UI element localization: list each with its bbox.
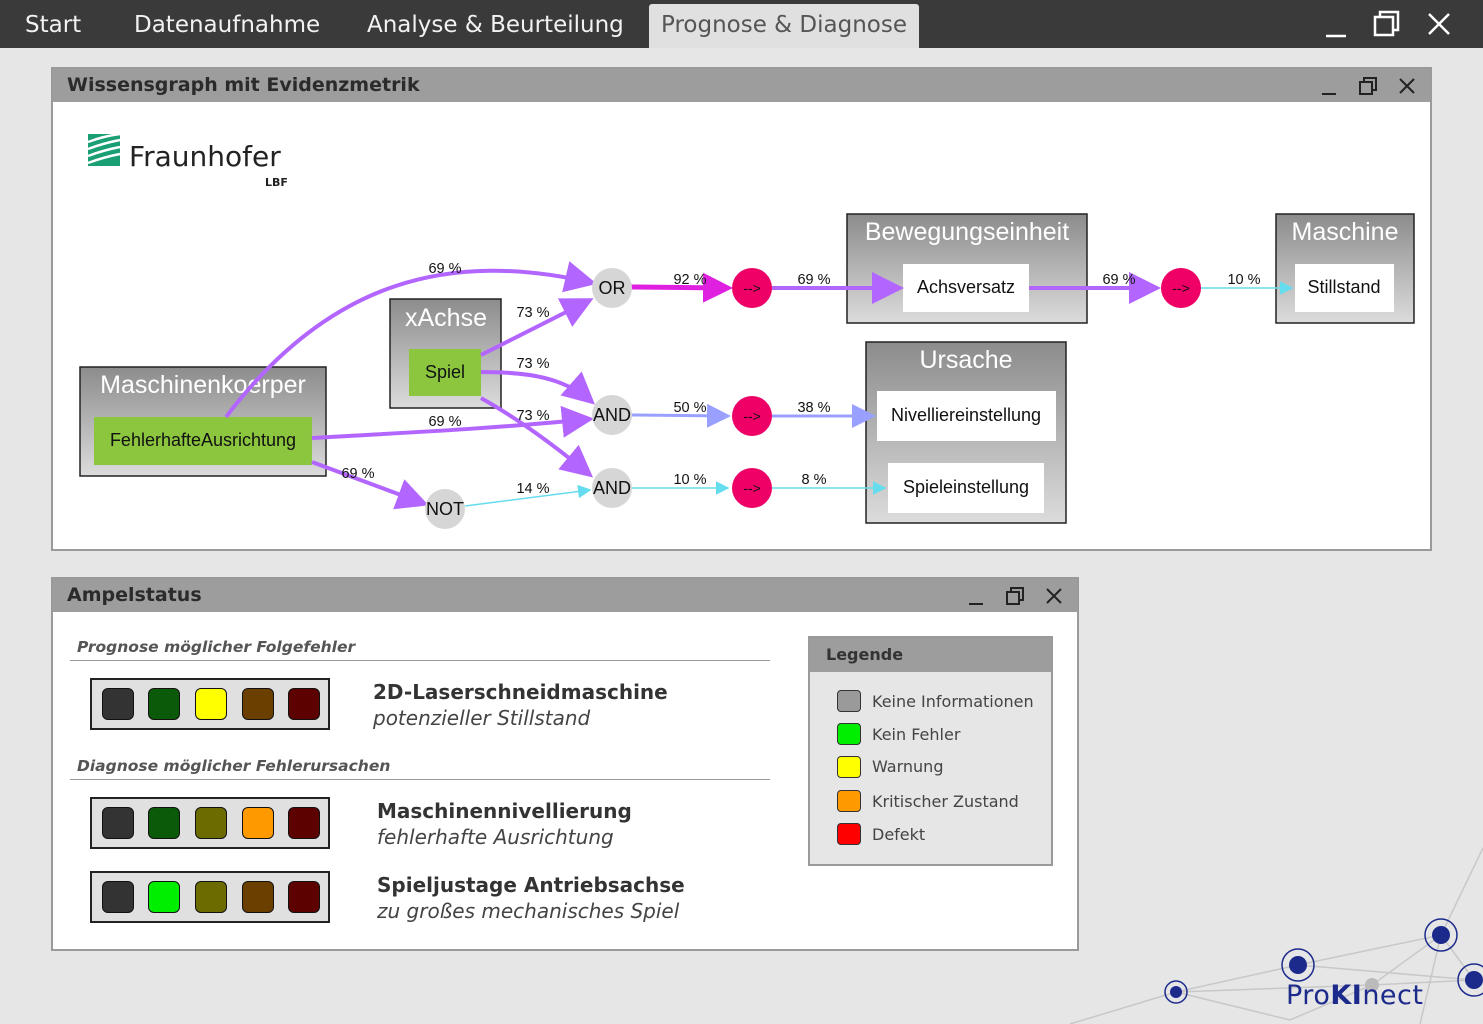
brand-pre: Pro xyxy=(1286,980,1331,1011)
panel-close-icon[interactable] xyxy=(1396,75,1418,97)
traffic-light-spieljustage xyxy=(90,871,330,923)
light-gray xyxy=(102,688,134,720)
graph-panel-title: Wissensgraph mit Evidenzmetrik xyxy=(67,74,420,96)
legend-header: Legende xyxy=(810,638,1051,672)
light-red xyxy=(288,881,320,913)
status-name: Spieljustage Antriebsachse xyxy=(377,873,685,897)
light-yellow xyxy=(195,881,227,913)
panel-restore-icon[interactable] xyxy=(1004,585,1026,607)
light-yellow xyxy=(195,688,227,720)
knowledge-graph-panel: Wissensgraph mit Evidenzmetrik xyxy=(51,67,1432,551)
legend-label: Kritischer Zustand xyxy=(872,792,1019,811)
light-red xyxy=(288,807,320,839)
tab-prognose[interactable]: Prognose & Diagnose xyxy=(649,4,920,48)
light-green xyxy=(148,807,180,839)
status-name: Maschinennivellierung xyxy=(377,799,632,823)
light-green xyxy=(148,881,180,913)
legend-label: Kein Fehler xyxy=(872,725,961,744)
legend-swatch-yellow xyxy=(837,756,861,778)
tab-start[interactable]: Start xyxy=(25,12,82,38)
section-divider xyxy=(70,779,770,780)
panel-minimize-icon[interactable] xyxy=(1318,75,1340,97)
legend-label: Warnung xyxy=(872,757,944,776)
panel-close-icon[interactable] xyxy=(1043,585,1065,607)
traffic-light-laserschneidmaschine xyxy=(90,678,330,730)
prognose-section-title: Prognose möglicher Folgefehler xyxy=(77,638,356,656)
diagnose-section-title: Diagnose möglicher Fehlerursachen xyxy=(77,757,391,775)
panel-minimize-icon[interactable] xyxy=(965,585,987,607)
traffic-light-maschinennivellierung xyxy=(90,797,330,849)
top-bar: Start Datenaufnahme Analyse & Beurteilun… xyxy=(0,0,1483,48)
light-orange xyxy=(242,807,274,839)
graph-panel-header: Wissensgraph mit Evidenzmetrik xyxy=(53,69,1430,102)
legend-swatch-green xyxy=(837,723,861,745)
section-divider xyxy=(70,660,770,661)
light-orange xyxy=(242,881,274,913)
light-green xyxy=(148,688,180,720)
light-orange xyxy=(242,688,274,720)
status-panel-title: Ampelstatus xyxy=(67,584,202,606)
brand-mid: KI xyxy=(1330,980,1363,1011)
minimize-icon[interactable] xyxy=(1320,8,1354,42)
light-red xyxy=(288,688,320,720)
status-panel-header: Ampelstatus xyxy=(53,579,1077,612)
light-yellow xyxy=(195,807,227,839)
prokinect-logo: ProKInect xyxy=(1286,980,1423,1011)
legend-label: Keine Informationen xyxy=(872,692,1034,711)
legend-swatch-red xyxy=(837,823,861,845)
status-desc: potenzieller Stillstand xyxy=(373,706,591,730)
light-gray xyxy=(102,881,134,913)
legend-label: Defekt xyxy=(872,825,926,844)
legend-swatch-gray xyxy=(837,690,861,712)
tab-analyse[interactable]: Analyse & Beurteilung xyxy=(367,12,624,38)
restore-icon[interactable] xyxy=(1370,8,1404,42)
brand-post: nect xyxy=(1362,980,1424,1011)
light-gray xyxy=(102,807,134,839)
status-desc: fehlerhafte Ausrichtung xyxy=(377,825,614,849)
panel-restore-icon[interactable] xyxy=(1357,75,1379,97)
close-icon[interactable] xyxy=(1422,8,1456,42)
status-desc: zu großes mechanisches Spiel xyxy=(377,899,680,923)
tab-datenaufnahme[interactable]: Datenaufnahme xyxy=(134,12,321,38)
status-name: 2D-Laserschneidmaschine xyxy=(373,680,668,704)
legend-swatch-orange xyxy=(837,790,861,812)
legend-box: Legende Keine Informationen Kein Fehler … xyxy=(808,636,1053,866)
legend-title: Legende xyxy=(826,645,904,664)
